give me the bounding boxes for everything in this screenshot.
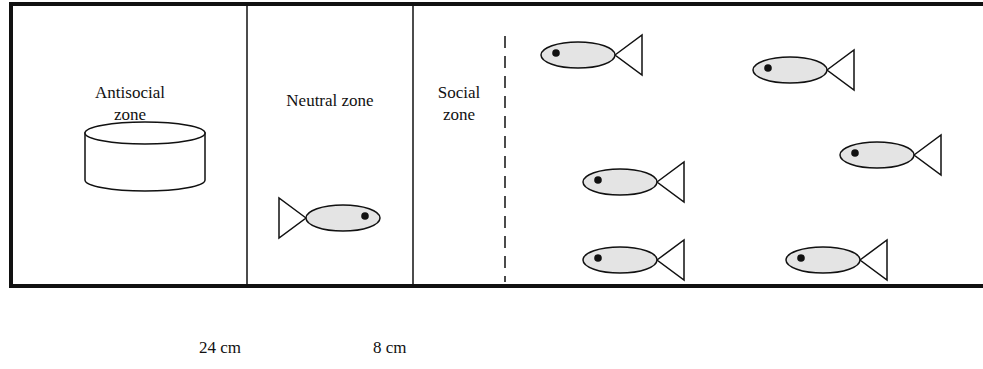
fish <box>583 162 684 202</box>
zone-label: Neutral zone <box>255 90 405 112</box>
fish <box>786 240 887 280</box>
dimension-label: 8 cm <box>373 338 407 358</box>
fish <box>279 198 380 238</box>
fish <box>753 50 854 90</box>
zone-divider <box>412 4 414 286</box>
zone-divider <box>246 4 248 286</box>
fish <box>541 35 642 75</box>
fish <box>583 240 684 280</box>
zone-band: Social zone <box>413 6 505 284</box>
mesh-partition <box>504 36 506 282</box>
tank-wall <box>11 4 983 286</box>
zone-label: Social zone <box>423 82 495 126</box>
zone-band: Neutral zone <box>247 6 413 284</box>
zone-label: Antisocial zone <box>78 82 183 126</box>
cylinder <box>85 122 205 191</box>
zone-band: Antisocial zone <box>13 6 247 284</box>
dimension-label: 24 cm <box>199 338 241 358</box>
fish <box>840 135 941 175</box>
